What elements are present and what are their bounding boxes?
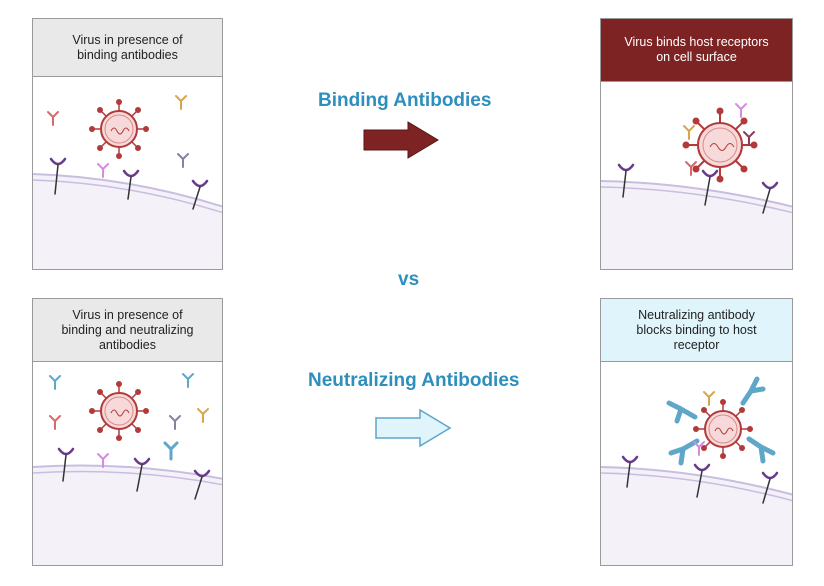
virus-icon [89,381,149,441]
panel-neutralizing-after: Neutralizing antibody blocks binding to … [600,298,793,566]
virus-icon [682,107,758,183]
cell-membrane-line [33,173,222,208]
panel-title: Virus in presence of binding and neutral… [33,299,222,362]
receptor-icon [57,447,211,500]
panel-title: Neutralizing antibody blocks binding to … [601,299,792,362]
neutralizing-antibodies-label: Neutralizing Antibodies [308,370,520,391]
cell-membrane [601,467,792,565]
receptor-icon [617,163,779,214]
antibody-icon [49,373,209,468]
panel-binding-before: Virus in presence of binding antibodies [32,18,223,270]
scene-binding-before [33,95,222,269]
panel-title: Virus in presence of binding antibodies [33,19,222,77]
virus-icon [693,399,753,459]
panel-binding-after: Virus binds host receptors on cell surfa… [600,18,793,270]
neutralizing-antibody-icon [666,376,776,466]
cell-membrane [601,181,792,269]
scene-neutralizing-after [601,376,792,565]
vs-label: vs [398,269,420,290]
panel-neutralizing-before: Virus in presence of binding and neutral… [32,298,223,566]
antibody-icon [683,103,755,176]
antibody-icon [693,391,715,456]
virus-icon [89,99,149,159]
receptor-icon [49,157,209,210]
cell-membrane [33,174,222,269]
arrow-right-icon [363,121,439,159]
binding-antibodies-label: Binding Antibodies [318,90,492,111]
panel-title: Virus binds host receptors on cell surfa… [601,19,792,82]
cell-membrane [33,465,222,565]
antibody-icon [47,95,189,178]
scene-binding-after [601,103,792,269]
receptor-icon [621,455,779,504]
scene-neutralizing-before [33,373,222,565]
arrow-right-icon [375,408,452,448]
